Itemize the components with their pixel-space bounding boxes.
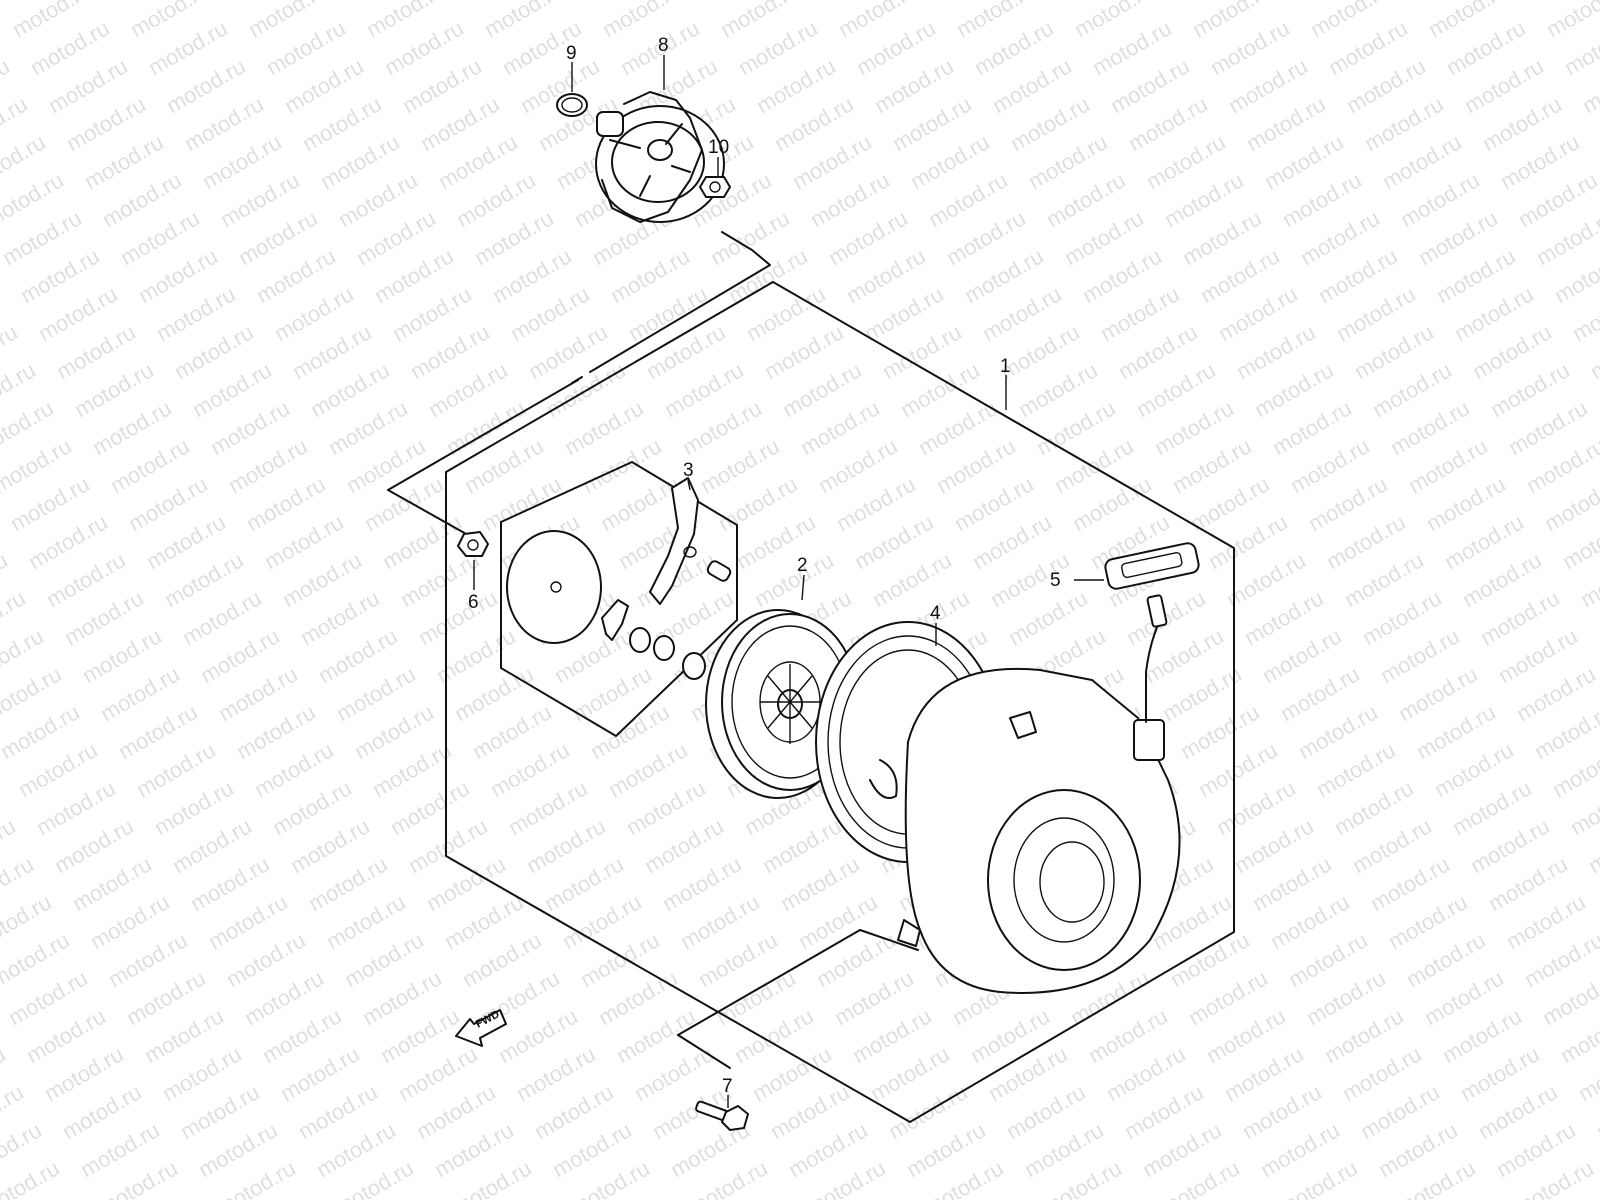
callout-1: 1 bbox=[1000, 356, 1011, 377]
callout-5: 5 bbox=[1050, 570, 1061, 591]
watermark-text: motod.ru bbox=[0, 1155, 64, 1200]
callout-2: 2 bbox=[797, 555, 808, 576]
assembly-outline bbox=[445, 281, 1235, 1123]
callout-9: 9 bbox=[566, 43, 577, 64]
callout-6: 6 bbox=[468, 592, 479, 613]
callout-7: 7 bbox=[722, 1076, 733, 1097]
callout-10: 10 bbox=[708, 137, 729, 158]
subassembly-outline bbox=[500, 461, 738, 737]
callout-leaders bbox=[473, 55, 1104, 1108]
callout-8: 8 bbox=[658, 35, 669, 56]
ratchet-hub-part-8 bbox=[595, 91, 725, 223]
handle-part-5 bbox=[1104, 542, 1200, 723]
nut-part-10 bbox=[699, 176, 731, 198]
o-ring-part-9 bbox=[556, 93, 588, 117]
watermark-text: motod.ru bbox=[1542, 0, 1600, 42]
bolt-part-7 bbox=[695, 1100, 749, 1131]
callout-3: 3 bbox=[683, 460, 694, 481]
pawl-assembly-part-3 bbox=[506, 477, 732, 680]
callout-4: 4 bbox=[930, 603, 941, 624]
nut-part-6 bbox=[457, 531, 489, 557]
leader-lines bbox=[387, 231, 919, 1069]
starter-case bbox=[897, 668, 1181, 994]
